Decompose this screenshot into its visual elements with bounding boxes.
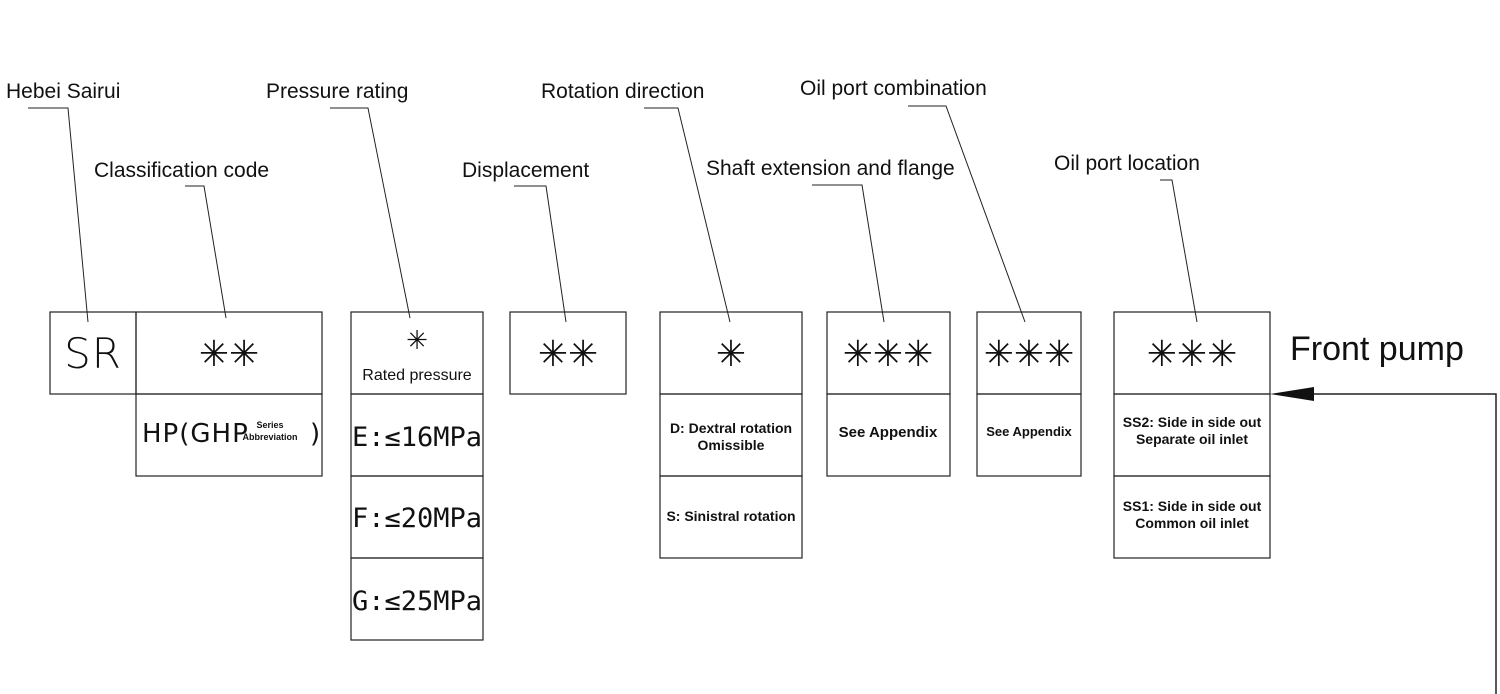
rotation-option-d-line1: D: Dextral rotation: [670, 420, 792, 436]
leader-shaft: [812, 184, 885, 323]
pressure-option-f: F:≤20MPa: [352, 503, 482, 534]
label-rotation: Rotation direction: [541, 80, 704, 103]
label-shaft: Shaft extension and flange: [706, 157, 955, 180]
oil-port-location-ss1-line1: SS1: Side in side out: [1123, 498, 1262, 514]
classification-option-small-1: Series: [256, 420, 283, 430]
rotation-option-d-line2: Omissible: [698, 437, 765, 453]
oil-port-location-code: ✳✳✳: [1147, 334, 1238, 375]
oil-port-combination-option-box: [976, 393, 1082, 477]
displacement-code-box: [509, 311, 627, 395]
leader-brand: [28, 107, 89, 323]
leader-oil-port-location: [1160, 179, 1198, 323]
shaft-option-box: [826, 393, 951, 477]
rotation-option-s: S: Sinistral rotation: [666, 508, 795, 524]
rotation-option-s-box: [659, 475, 803, 559]
label-classification: Classification code: [94, 159, 269, 182]
oil-port-location-ss2-line2: Separate oil inlet: [1136, 431, 1248, 447]
leader-pressure: [330, 107, 411, 319]
leader-rotation: [644, 107, 731, 323]
classification-option-close: ): [310, 419, 321, 449]
classification-option-box: [135, 393, 323, 477]
leader-oil-port-combination: [908, 105, 1026, 323]
classification-option-main: HP(GHP: [142, 419, 249, 449]
rotation-code: ✳: [716, 334, 746, 375]
oil-port-combination-option: See Appendix: [986, 424, 1072, 439]
pressure-option-g-box: [350, 557, 484, 641]
leader-lines: [28, 105, 1198, 323]
pressure-code: ✳: [406, 326, 428, 356]
pressure-option-e: E:≤16MPa: [352, 422, 482, 453]
pressure-rated-label: Rated pressure: [362, 367, 471, 384]
label-brand: Hebei Sairui: [6, 80, 120, 103]
label-oil-port-location: Oil port location: [1054, 152, 1200, 175]
oil-port-combination-code: ✳✳✳: [984, 334, 1075, 375]
brand-code: SR: [64, 329, 122, 378]
front-pump-label: Front pump: [1290, 330, 1464, 368]
classification-option-small-2: Abbreviation: [242, 432, 297, 442]
front-pump-connector: [1314, 393, 1497, 694]
pressure-option-g: G:≤25MPa: [352, 586, 482, 617]
label-displacement: Displacement: [462, 159, 589, 182]
classification-code: ✳✳: [199, 334, 259, 375]
leader-displacement: [514, 185, 567, 323]
oil-port-location-ss2-line1: SS2: Side in side out: [1123, 414, 1262, 430]
leader-classification: [185, 185, 227, 319]
front-pump-arrowhead: [1270, 387, 1314, 401]
oil-port-location-option-ss1-box: [1113, 475, 1271, 559]
label-oil-port-combination: Oil port combination: [800, 77, 987, 100]
oil-port-location-ss1-line2: Common oil inlet: [1135, 515, 1249, 531]
shaft-option: See Appendix: [839, 424, 938, 441]
displacement-code: ✳✳: [538, 334, 598, 375]
label-pressure: Pressure rating: [266, 80, 408, 103]
shaft-code: ✳✳✳: [843, 334, 934, 375]
